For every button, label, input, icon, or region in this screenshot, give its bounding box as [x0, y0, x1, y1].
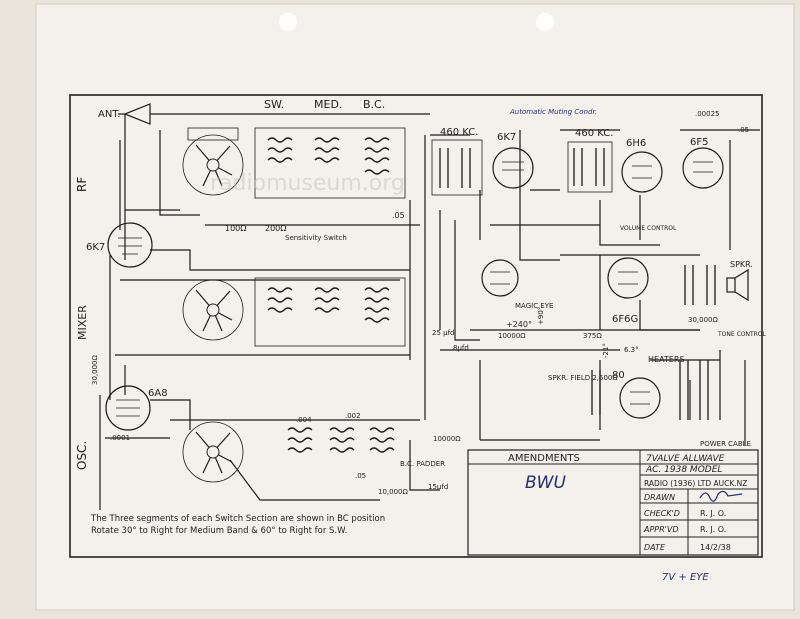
osc-cap-004: .004: [296, 416, 312, 424]
checked-label: CHECK'D: [644, 509, 680, 518]
output-transformer: [684, 265, 716, 305]
power-cable-label: POWER CABLE: [700, 440, 751, 448]
punch-hole-left: [279, 13, 297, 31]
magic-eye-tube: [481, 259, 519, 297]
osc-band-switch: [182, 421, 244, 483]
paper: [35, 3, 795, 611]
volume-control-label: VOLUME CONTROL: [620, 225, 677, 232]
mixer-coils: [254, 277, 406, 347]
osc-cap-15mfd: 15μfd: [428, 483, 448, 491]
osc-resistor-10000: 10,000Ω: [378, 488, 408, 496]
tube-6f5: [682, 147, 724, 189]
drawn-signature: [699, 490, 743, 502]
rf-band-switch: [182, 127, 244, 196]
section-label-rf: RF: [75, 177, 89, 192]
resistor-10000-line: 10000Ω: [498, 332, 526, 340]
tube-6f5-label: 6F5: [690, 137, 708, 148]
tube-80-rectifier: [619, 377, 661, 419]
voltage-90: +90°: [537, 307, 545, 325]
if-transformer-1: [431, 139, 483, 196]
tube-6h6-label: 6H6: [626, 138, 646, 149]
drawing-border: [69, 94, 763, 558]
approved-label: APPR'VD: [643, 525, 679, 534]
tube-6f6g-label: 6F6G: [612, 314, 638, 325]
cap-00025: .00025: [695, 110, 720, 118]
amendments-label: AMENDMENTS: [508, 453, 580, 464]
section-label-mixer: MIXER: [76, 305, 89, 340]
tube-80-label: 80: [612, 370, 625, 381]
rf-resistor-100: 100Ω: [225, 224, 246, 233]
mixer-band-switch: [182, 279, 244, 341]
tube-6k7-rf-label: 6K7: [86, 242, 105, 253]
osc-cap-05: .05: [355, 472, 366, 480]
resistor-30000-tone: 30,000Ω: [688, 316, 718, 324]
switch-note: The Three segments of each Switch Sectio…: [90, 514, 388, 536]
switch-note-line-2: Rotate 30° to Right for Medium Band & 60…: [91, 526, 347, 536]
osc-coils: [287, 427, 395, 453]
antenna-label: ANT.: [98, 109, 120, 120]
tube-6h6: [621, 151, 663, 193]
if-transformer-label-2: 460 KC.: [575, 128, 613, 139]
cap-25mfd: 25 μfd: [432, 329, 455, 337]
approved-value: R. J. O.: [700, 525, 726, 534]
amendment-entry: BWU: [525, 473, 566, 493]
punch-hole-right: [536, 13, 554, 31]
section-label-osc: OSC.: [75, 441, 89, 470]
osc-cap-0001: .0001: [110, 434, 130, 442]
mixer-resistor-30000: 30,000Ω: [91, 355, 99, 385]
heater-voltage: 6.3°: [624, 346, 639, 354]
heaters-label: HEATERS: [648, 355, 685, 364]
drawn-label: DRAWN: [644, 493, 675, 502]
voltage-240: +240°: [506, 320, 532, 329]
resistor-375: 375Ω: [583, 332, 602, 340]
bc-padder-label: B.C. PADDER: [400, 460, 445, 468]
tube-6a8-label: 6A8: [148, 388, 168, 399]
cap-05-top: .05: [738, 126, 749, 134]
speaker-symbol: [726, 268, 749, 302]
osc-cap-002: .002: [345, 412, 361, 420]
checked-value: R. J. O.: [700, 509, 726, 518]
speaker-label: SPKR.: [730, 260, 753, 269]
band-label-sw: SW.: [264, 98, 284, 111]
rf-resistor-200: 200Ω: [265, 224, 286, 233]
title-block: [467, 449, 759, 556]
tube-6k7-if: [492, 147, 534, 189]
wiring: [99, 113, 760, 510]
speaker-field-coil: [591, 370, 601, 415]
rf-coils: [254, 127, 406, 199]
watermark: radiomuseum.org: [210, 171, 405, 196]
tube-6k7-rf: [107, 222, 153, 268]
osc-resistor-10000-vert: 10000Ω: [433, 435, 461, 443]
magic-eye-label: MAGIC EYE: [515, 302, 553, 310]
tone-control-label: TONE CONTROL: [717, 331, 767, 338]
title-line-1: 7VALVE ALLWAVE: [646, 454, 725, 464]
rf-cap-05: .05: [392, 211, 405, 220]
date-value: 14/2/38: [700, 543, 731, 552]
if-transformer-2: [567, 141, 613, 193]
tube-6f6g: [607, 257, 649, 299]
band-label-med: MED.: [314, 98, 342, 111]
voltage-minus-21: -21°: [602, 343, 610, 358]
muting-condenser-label: Automatic Muting Condr.: [509, 108, 597, 116]
if-transformer-label-1: 460 KC.: [440, 127, 478, 138]
switch-note-line-1: The Three segments of each Switch Sectio…: [90, 514, 385, 524]
tube-6k7-if-label: 6K7: [497, 132, 516, 143]
sensitivity-switch-label: Sensitivity Switch: [285, 234, 347, 242]
power-transformer: [679, 360, 709, 420]
date-label: DATE: [644, 543, 666, 552]
band-label-bc: B.C.: [363, 98, 385, 111]
speaker-field-label: SPKR. FIELD 2,500Ω: [548, 374, 618, 382]
title-line-2: AC. 1938 MODEL: [645, 465, 722, 475]
tube-6a8: [105, 385, 151, 431]
margin-note: 7V + EYE: [662, 572, 709, 583]
company-line: RADIO (1936) LTD AUCK.NZ: [644, 479, 747, 488]
cap-8mfd: 8μfd: [453, 344, 469, 352]
